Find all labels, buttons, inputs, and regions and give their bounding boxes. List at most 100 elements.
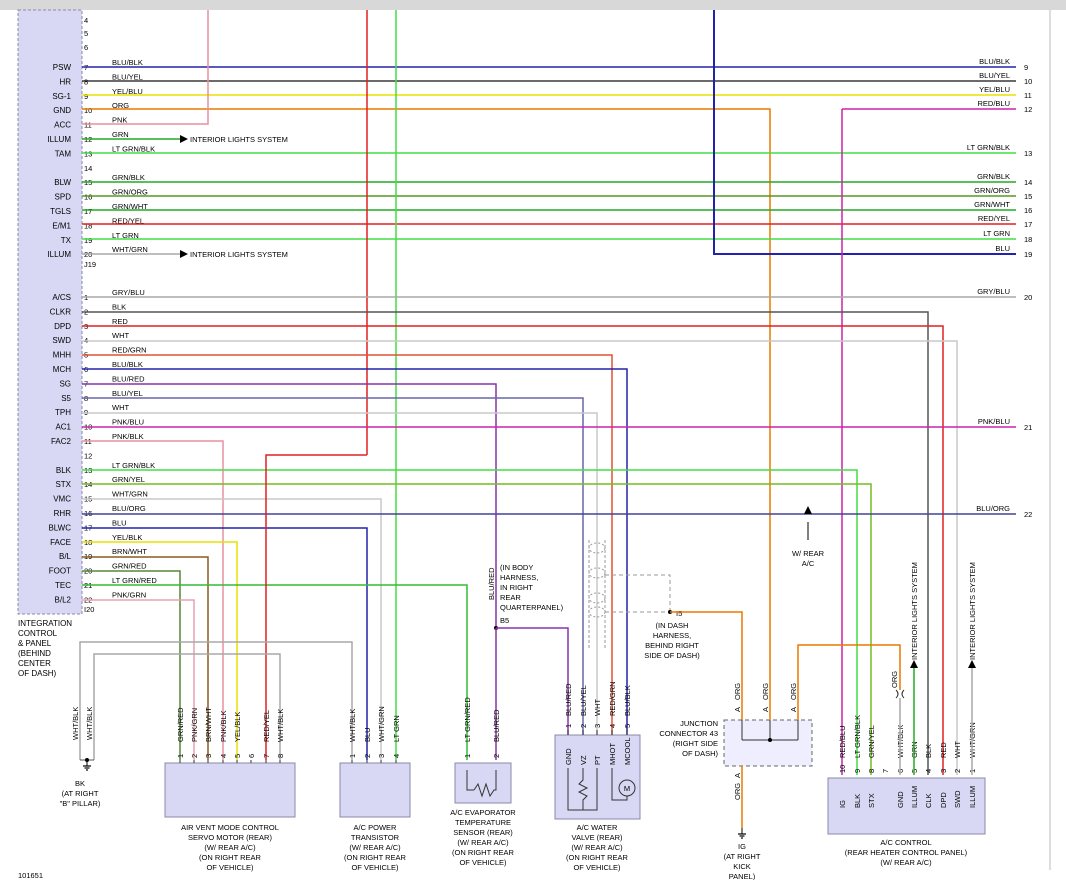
wire-label: RED [112, 317, 128, 326]
right-pin-number: 19 [1024, 250, 1032, 259]
wire-label: LT GRN/BLK [112, 461, 155, 470]
acctl-terminal-label: BLK [853, 794, 862, 808]
wire-label: PNK/GRN [112, 590, 146, 599]
icp-pin-name: TX [61, 236, 72, 245]
wire-grn-red [82, 570, 181, 760]
servo-pin-number: 2 [190, 754, 199, 758]
evap-label: (ON RIGHT REAR [452, 848, 515, 857]
thermistor [473, 770, 497, 798]
wire-label: BRN/WHT [112, 547, 147, 556]
servo-wire-label: GRN/RED [176, 707, 185, 742]
servo-box [164, 762, 296, 818]
valve-pin-number: 1 [564, 724, 573, 728]
servo-pin-number: 5 [233, 754, 242, 758]
icp-pin-number: 14 [84, 164, 92, 173]
icp-pin-name: FACE [50, 538, 71, 547]
icp-label: (BEHIND [18, 649, 51, 658]
jc-pin-label: A [789, 707, 798, 712]
wire-wht-2 [82, 412, 598, 760]
icp-label: CENTER [18, 659, 51, 668]
b5-note: IN RIGHT [500, 583, 533, 592]
right-pin-number: 13 [1024, 149, 1032, 158]
acctl-terminal-label: ILLUM [968, 786, 977, 808]
servo-wire-label: YEL/BLK [233, 712, 242, 742]
valve-pin-number: 3 [593, 724, 602, 728]
junction-connector-box [723, 719, 813, 767]
icp-pin-number: 5 [84, 29, 88, 38]
acctl-wire-label: WHT [953, 741, 962, 758]
transistor-wire-label: WHT/BLK [348, 709, 357, 742]
acctl-pin-number: 3 [939, 769, 948, 773]
wire-label: YEL/BLU [112, 87, 143, 96]
icp-pin-name: SPD [55, 193, 72, 202]
ig-note: KICK [733, 862, 751, 871]
icp-pin-name: STX [55, 480, 71, 489]
right-pin-number: 14 [1024, 178, 1032, 187]
evap-label: (W/ REAR A/C) [457, 838, 509, 847]
ig-note: (AT RIGHT [724, 852, 761, 861]
wire-label: GRN/WHT [112, 202, 148, 211]
connector-id: J19 [84, 260, 96, 269]
wire-label: GRN/BLK [112, 173, 145, 182]
valve-terminal-label: GND [564, 748, 573, 765]
bk-wire-label: WHT/BLK [85, 707, 94, 740]
wire-label: WHT [112, 403, 129, 412]
transistor-label: (W/ REAR A/C) [349, 843, 401, 852]
icp-pin-name: E/M1 [52, 221, 71, 230]
wire-label: BLU/YEL [112, 389, 143, 398]
wire-org-acctl [797, 644, 901, 720]
right-pin-number: 11 [1024, 91, 1032, 100]
valve-label: A/C WATER [577, 823, 618, 832]
icp-pin-name: TPH [55, 408, 71, 417]
icp-pin-name: MHH [53, 351, 71, 360]
wire-org [82, 108, 771, 700]
acctl-pin-number: 4 [924, 769, 933, 773]
evap-label: OF VEHICLE) [459, 858, 507, 867]
acctl-terminal-label: DPD [939, 792, 948, 808]
icp-pin-name: FOOT [49, 567, 71, 576]
icp-pin-name: CLKR [50, 307, 72, 316]
acctl-terminal-label: IG [838, 800, 847, 808]
jc-dot [768, 738, 772, 742]
icp-label: & PANEL [18, 639, 52, 648]
jc-wire-label: ORG [733, 683, 742, 700]
wire-label: RED/YEL [112, 216, 144, 225]
servo-label: OF VEHICLE) [206, 863, 254, 872]
interior-lights-label: INTERIOR LIGHTS SYSTEM [190, 135, 288, 144]
jc-label: JUNCTION [680, 719, 718, 728]
right-wire-label: BLU/ORG [976, 504, 1010, 513]
wire-label: WHT/GRN [112, 490, 148, 499]
valve-label: (ON RIGHT REAR [566, 853, 629, 862]
wire-label: PNK/BLK [112, 432, 144, 441]
w-rear-arrow [804, 506, 812, 514]
right-pin-number: 17 [1024, 220, 1032, 229]
servo-label: AIR VENT MODE CONTROL [181, 823, 279, 832]
icp-pin-name: MCH [53, 365, 71, 374]
icp-pin-number: 11 [84, 121, 92, 130]
wire-label: GRN/ORG [112, 188, 148, 197]
bk-wire-label: WHT/BLK [71, 707, 80, 740]
evap-box [454, 762, 512, 804]
right-wire-label: LT GRN [983, 229, 1010, 238]
top-bar [0, 0, 1066, 10]
transistor-label: TRANSISTOR [351, 833, 400, 842]
transistor-box [339, 762, 411, 818]
right-pin-number: 22 [1024, 510, 1032, 519]
right-wire-label: GRN/ORG [974, 186, 1010, 195]
transistor-pin-number: 1 [348, 754, 357, 758]
ig-id: IG [738, 842, 746, 851]
servo-pin-number: 6 [247, 754, 256, 758]
wire-label: BLU/RED [112, 374, 145, 383]
acctl-box [827, 777, 986, 835]
wire-grn-yel [82, 483, 872, 775]
servo-wire-label: WHT/BLK [276, 709, 285, 742]
valve-pin-number: 4 [608, 724, 617, 728]
servo-pin-number: 8 [276, 754, 285, 758]
b5-note: HARNESS, [500, 573, 538, 582]
wire-label: ORG [112, 101, 129, 110]
servo-wire-label: RED/YEL [262, 710, 271, 742]
icp-pin-name: ILLUM [47, 135, 71, 144]
transistor-wire-label: BLU [363, 727, 372, 742]
icp-pin-name: TGLS [50, 207, 71, 216]
icp-pin-number: 9 [84, 92, 88, 101]
